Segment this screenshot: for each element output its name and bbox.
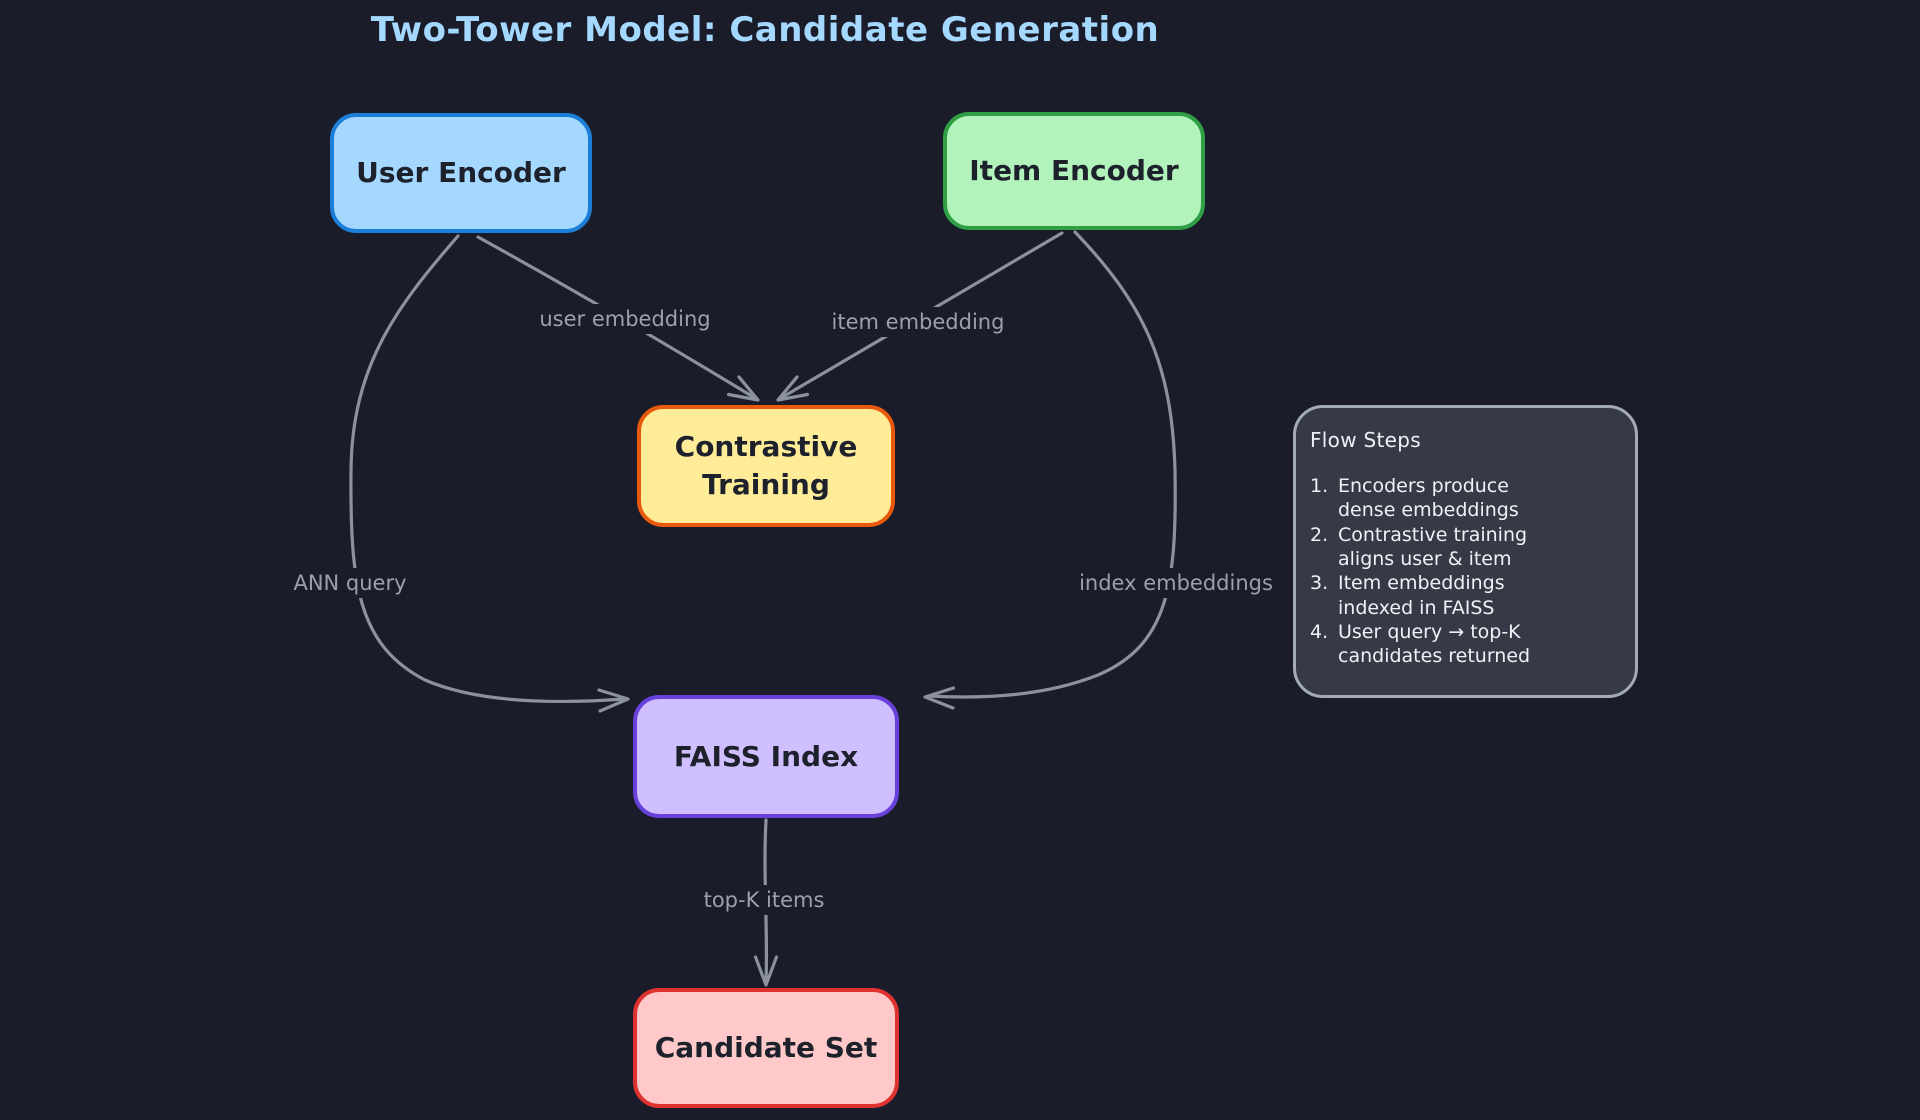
arrow-index-embeddings	[927, 230, 1177, 699]
flow-step: 1. Encoders produce dense embeddings	[1310, 474, 1619, 523]
flow-step: 4. User query → top-K candidates returned	[1310, 620, 1619, 669]
node-contrastive-training[interactable]: Contrastive Training	[637, 405, 895, 527]
flow-step-text: Encoders produce dense embeddings	[1338, 475, 1519, 522]
flow-step-number: 4.	[1310, 620, 1329, 643]
node-contrastive-training-label: Contrastive Training	[674, 430, 858, 501]
diagram-title: Two-Tower Model: Candidate Generation	[370, 10, 1160, 50]
edge-label-index-embeddings: index embeddings	[1069, 568, 1283, 598]
node-item-encoder-label: Item Encoder	[969, 154, 1179, 188]
node-candidate-set-label: Candidate Set	[654, 1031, 878, 1065]
flow-steps-panel[interactable]: Flow Steps 1. Encoders produce dense embe…	[1293, 405, 1638, 698]
edge-label-user-embedding: user embedding	[529, 304, 721, 334]
arrowhead-ann-query	[597, 688, 630, 713]
flow-step-text: Contrastive training aligns user & item	[1338, 523, 1528, 570]
node-user-encoder[interactable]: User Encoder	[330, 113, 592, 233]
node-user-encoder-label: User Encoder	[356, 156, 566, 190]
flow-steps-list: 1. Encoders produce dense embeddings 2. Con…	[1310, 474, 1619, 669]
flow-steps-title: Flow Steps	[1310, 428, 1421, 452]
node-item-encoder[interactable]: Item Encoder	[943, 112, 1205, 230]
flow-step-number: 3.	[1310, 572, 1329, 595]
arrowhead-item-embedding	[776, 375, 810, 402]
node-candidate-set[interactable]: Candidate Set	[633, 988, 899, 1108]
flow-step: 3. Item embeddings indexed in FAISS	[1310, 571, 1619, 620]
edge-label-ann-query: ANN query	[283, 568, 417, 598]
node-faiss-index[interactable]: FAISS Index	[633, 695, 899, 818]
arrowhead-user-embedding	[726, 375, 760, 402]
edge-label-item-embedding: item embedding	[821, 307, 1015, 337]
flow-step-number: 1.	[1310, 475, 1329, 497]
flow-step-number: 2.	[1310, 523, 1329, 546]
node-faiss-index-label: FAISS Index	[673, 739, 859, 773]
flow-step-text: Item embeddings indexed in FAISS	[1338, 572, 1505, 619]
arrowhead-index-embeddings	[923, 686, 956, 710]
flow-step-text: User query → top-K candidates returned	[1338, 620, 1531, 668]
flow-step: 2. Contrastive training aligns user & ite…	[1310, 523, 1619, 572]
arrowhead-top-k	[753, 955, 779, 987]
edge-label-top-k-items: top-K items	[693, 885, 835, 915]
